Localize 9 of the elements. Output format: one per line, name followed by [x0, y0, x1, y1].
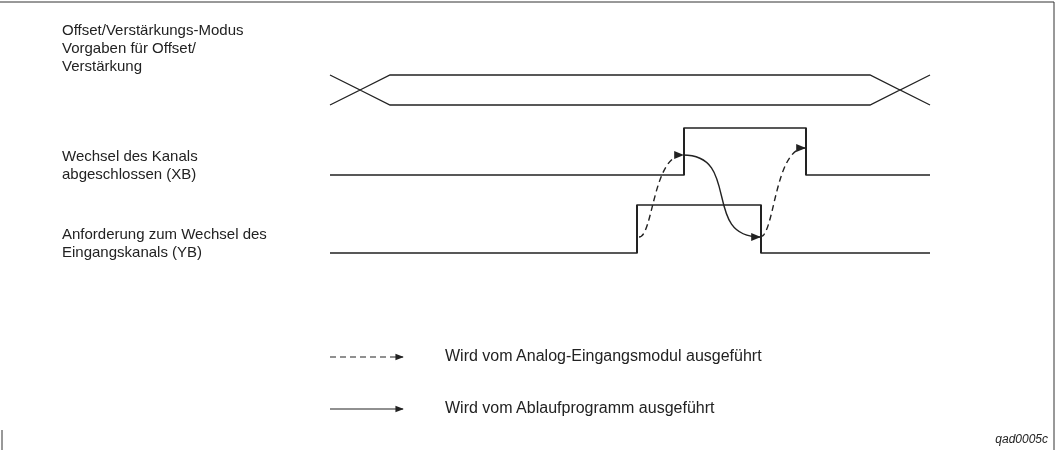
- legend-text: Wird vom Ablaufprogramm ausgeführt: [445, 399, 715, 417]
- arrow: [759, 146, 806, 238]
- signal-name: Wechsel des Kanals abgeschlossen (XB): [62, 147, 277, 183]
- arrow: [638, 153, 684, 238]
- figure-id: qad0005c: [995, 431, 1048, 448]
- signal-name: Anforderung zum Wechsel des Eingangskanals (YB): [62, 225, 302, 261]
- signal-name: Offset/Verstärkungs-Modus Vorgaben für Offset/ Verstärkung: [62, 21, 277, 75]
- legend-text: Wird vom Analog-Eingangsmodul ausgeführt: [445, 347, 762, 365]
- arrow: [682, 154, 761, 240]
